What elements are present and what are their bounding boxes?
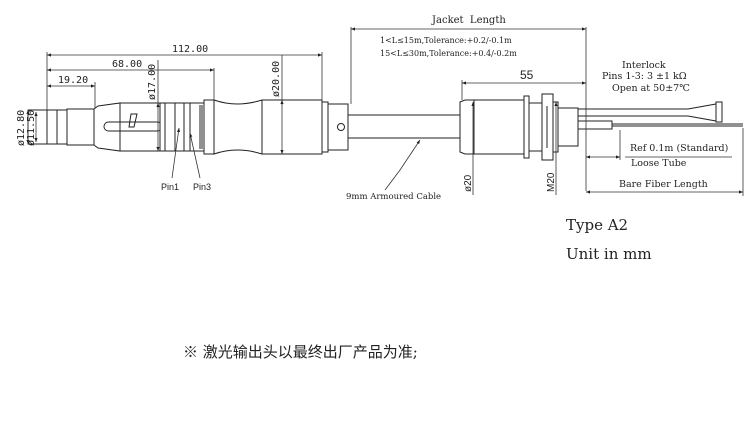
- receiver-body: [459, 93, 743, 161]
- label-loose-tube: Loose Tube: [631, 158, 687, 169]
- dimension-lines: [26, 27, 744, 196]
- unit-label: Unit in mm: [566, 245, 652, 263]
- label-ref: Ref 0.1m (Standard): [630, 143, 728, 154]
- label-tolerance-2: 15<L≤30m,Tolerance:+0.4/-0.2m: [380, 49, 517, 58]
- dim-overall-length: 112.00: [172, 44, 208, 55]
- label-pin1: Pin1: [161, 182, 179, 192]
- footnote: ※ 激光输出头以最终出厂产品为准;: [183, 343, 418, 361]
- dim-tip-length: 19.20: [58, 75, 88, 86]
- dim-tip-inner-dia: ø11.50: [26, 110, 37, 146]
- dim-receiver-length: 55: [520, 68, 534, 82]
- dim-receiver-dia: ø20: [463, 174, 474, 192]
- label-cable: 9mm Armoured Cable: [346, 192, 441, 202]
- label-bare-fiber: Bare Fiber Length: [619, 179, 708, 190]
- label-pin3: Pin3: [193, 182, 211, 192]
- dim-grip-dia: ø20.00: [271, 61, 282, 97]
- dim-body-dia: ø17.00: [147, 64, 158, 100]
- type-label: Type A2: [566, 216, 628, 234]
- dim-mid-length: 68.00: [112, 59, 142, 70]
- dim-tip-outer-dia: ø12.80: [16, 110, 27, 146]
- dim-receiver-thread: M20: [546, 172, 557, 192]
- label-interlock-open: Open at 50±7℃: [612, 83, 690, 94]
- label-jacket-length: Jacket Length: [431, 15, 506, 26]
- label-interlock-title: Interlock: [622, 60, 666, 71]
- connector-body: [27, 99, 460, 155]
- label-tolerance-1: 1<L≤15m,Tolerance:+0.2/-0.1m: [380, 36, 512, 45]
- label-interlock-pins: Pins 1-3: 3 ±1 kΩ: [602, 71, 687, 82]
